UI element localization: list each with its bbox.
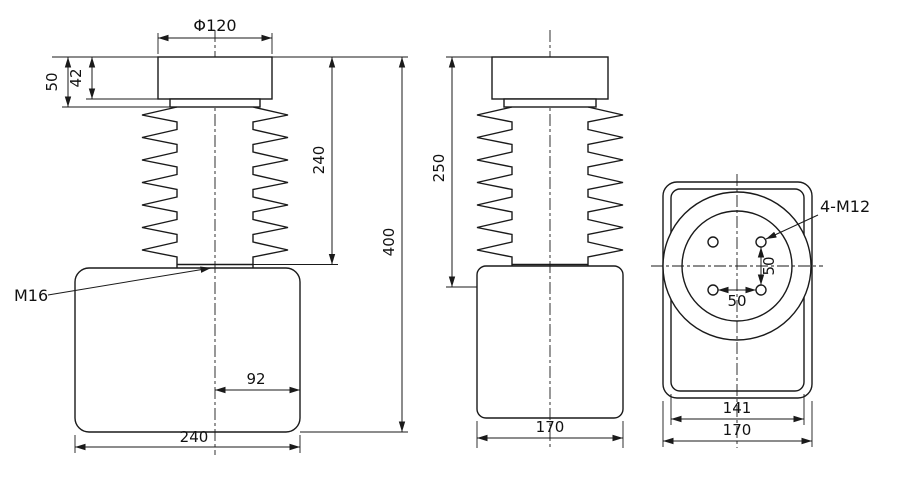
back-holespacing-v-label: 50 (760, 256, 778, 275)
side-view: 250 170 (430, 30, 624, 448)
front-bellows-right (252, 106, 289, 268)
back-holes-leader (765, 214, 819, 240)
side-bellows-left (476, 106, 513, 266)
back-view: 4-M12 50 50 141 170 (651, 174, 870, 448)
front-cap42-label: 42 (67, 68, 85, 87)
back-plate-label: 170 (723, 421, 752, 439)
side-base-label: 170 (536, 418, 565, 436)
side-base-ext (476, 421, 624, 448)
front-cap50-label: 50 (43, 72, 61, 91)
back-hole-top-left (707, 236, 719, 248)
side-height-ext (446, 56, 492, 288)
front-bellows-ext (253, 56, 408, 265)
front-phi-label: Φ120 (193, 16, 236, 35)
back-plate-outer (662, 181, 813, 399)
front-base-label: 240 (180, 428, 209, 446)
front-top-flange (157, 56, 273, 100)
front-offset-label: 92 (246, 370, 265, 388)
front-collar (169, 98, 261, 108)
front-bellows-left (141, 106, 178, 268)
front-bellows-label: 240 (310, 146, 328, 175)
side-top-flange (491, 56, 609, 100)
back-inner-label: 141 (723, 399, 752, 417)
front-view: Φ120 50 42 240 400 M16 92 240 (14, 16, 408, 455)
front-thread-label: M16 (14, 286, 48, 305)
front-total-label: 400 (380, 228, 398, 257)
back-holespacing-h-label: 50 (727, 292, 746, 310)
front-base-box (74, 267, 301, 433)
side-height-label: 250 (430, 154, 448, 183)
side-base-box (476, 265, 624, 419)
side-collar (503, 98, 597, 108)
front-thread-leader (47, 266, 212, 296)
side-bellows-right (587, 106, 624, 266)
back-holes-label: 4-M12 (820, 197, 870, 216)
